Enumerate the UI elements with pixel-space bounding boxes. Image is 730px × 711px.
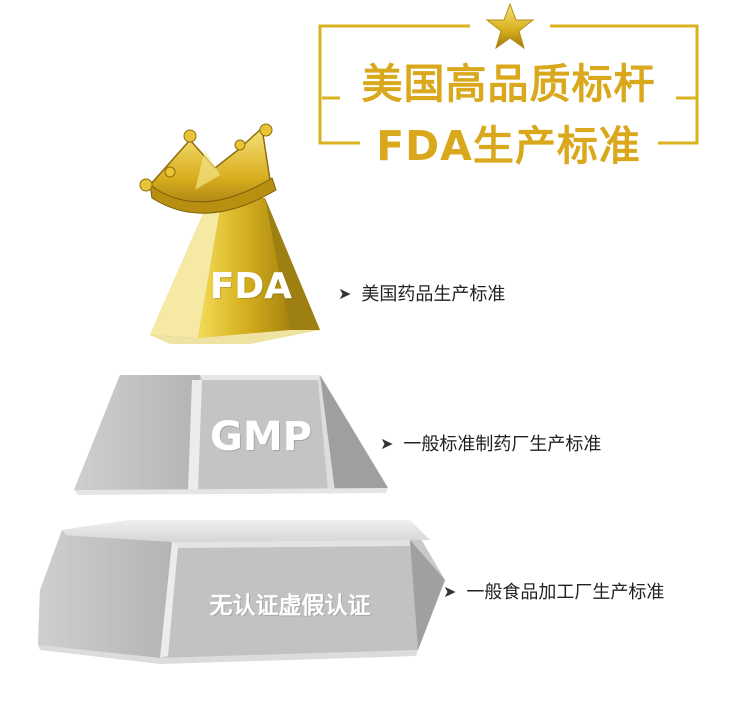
fda-label: FDA bbox=[209, 266, 293, 307]
base-label: 无认证虚假认证 bbox=[209, 593, 371, 619]
gmp-description: ➤ 一般标准制药厂生产标准 bbox=[380, 430, 601, 456]
gmp-description-text: 一般标准制药厂生产标准 bbox=[403, 434, 602, 455]
base-block bbox=[38, 520, 445, 664]
fda-description: ➤ 美国药品生产标准 bbox=[338, 280, 505, 306]
fda-description-text: 美国药品生产标准 bbox=[361, 284, 506, 305]
arrow-right-icon: ➤ bbox=[380, 433, 394, 453]
base-description-text: 一般食品加工厂生产标准 bbox=[466, 582, 665, 603]
fda-pyramid bbox=[150, 198, 320, 344]
gmp-label: GMP bbox=[210, 414, 312, 460]
base-description: ➤ 一般食品加工厂生产标准 bbox=[443, 578, 664, 604]
star-icon bbox=[485, 2, 535, 50]
title-frame bbox=[318, 24, 699, 145]
arrow-right-icon: ➤ bbox=[338, 283, 352, 303]
title-line1: 美国高品质标杆 bbox=[361, 60, 656, 108]
title-line2: FDA生产标准 bbox=[376, 122, 641, 170]
arrow-right-icon: ➤ bbox=[443, 581, 457, 601]
gmp-block bbox=[74, 375, 388, 495]
crown-icon bbox=[139, 123, 277, 214]
